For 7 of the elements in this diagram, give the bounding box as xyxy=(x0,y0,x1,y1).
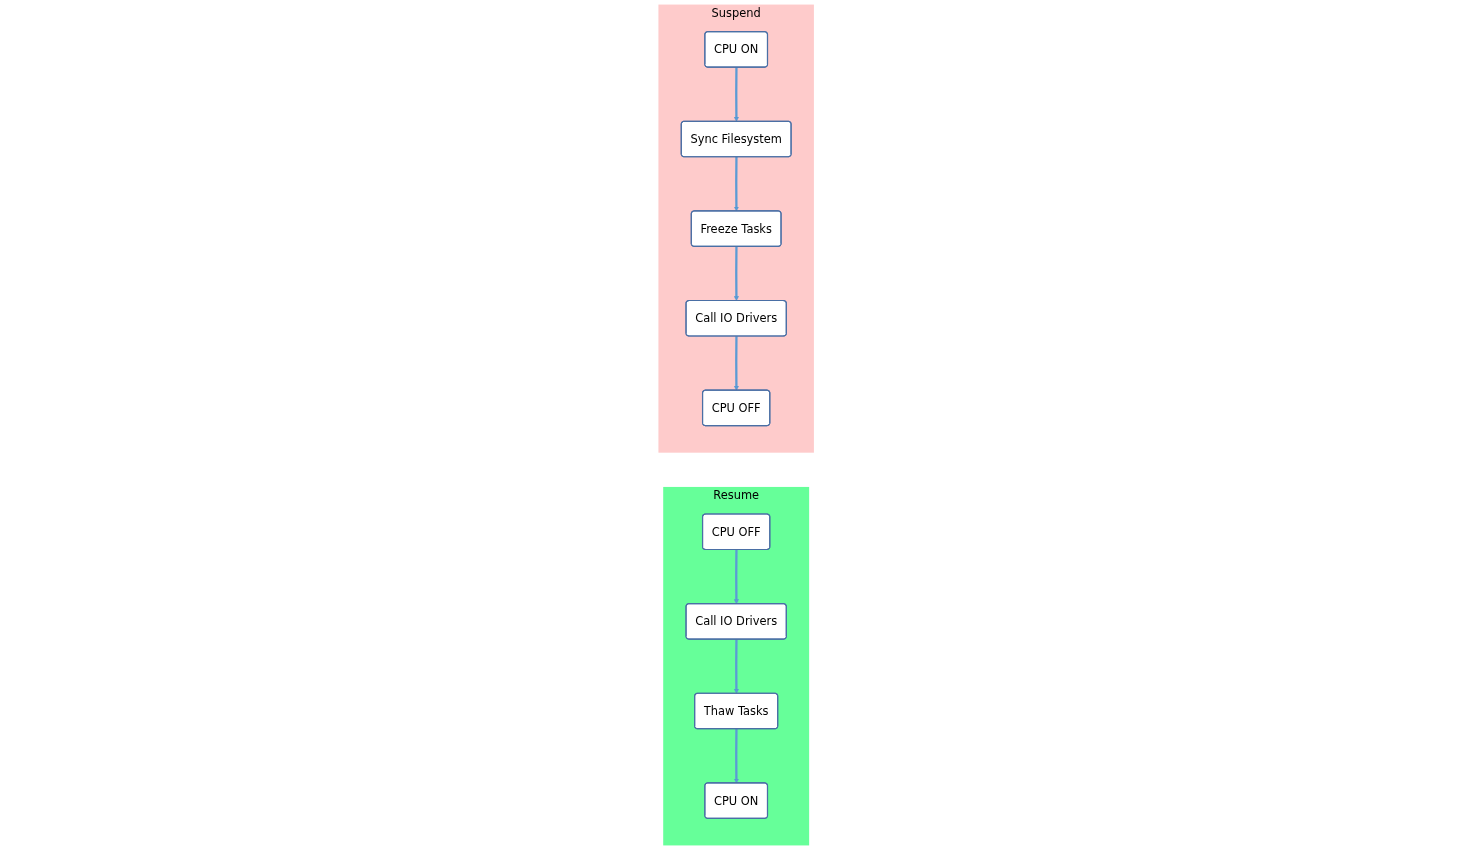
arrow xyxy=(734,336,740,391)
arrow xyxy=(734,67,740,122)
arrow xyxy=(734,728,740,784)
arrow xyxy=(734,639,740,694)
arrow xyxy=(734,156,740,212)
arrow xyxy=(734,246,740,302)
arrow xyxy=(734,549,740,605)
